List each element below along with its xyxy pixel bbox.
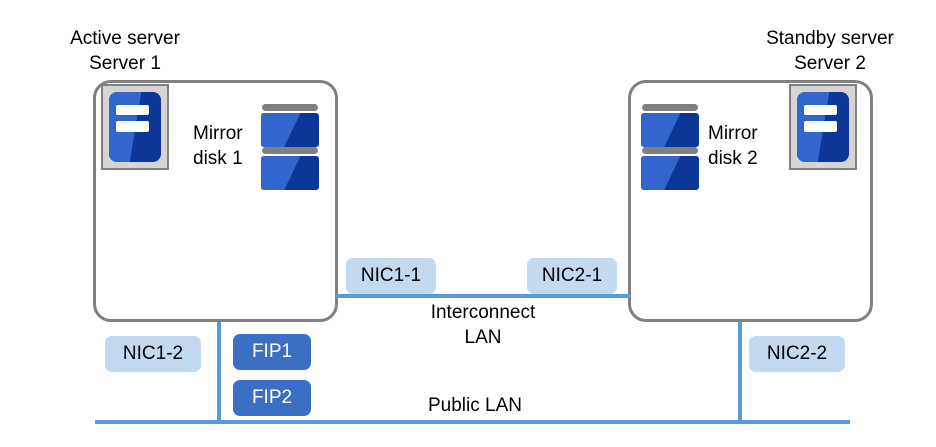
fip-label-fip2: FIP2	[233, 380, 311, 416]
server1-name-label: Server 1	[89, 53, 161, 74]
server2-public-lan-drop	[738, 322, 742, 420]
nic-label-nic2-1: NIC2-1	[527, 258, 617, 294]
server1-disk-label-line1: Mirror	[193, 123, 243, 144]
disk-cap-icon	[262, 147, 318, 154]
server-icon-bar-bottom	[116, 121, 149, 132]
disk-body-icon	[641, 113, 699, 147]
mirror-disk-icon	[261, 104, 319, 190]
disk-cap-icon	[262, 104, 318, 111]
server2-role-label: Standby server	[766, 28, 894, 49]
server2-disk-label-line2: disk 2	[708, 148, 758, 169]
nic-label-nic2-2: NIC2-2	[749, 336, 845, 372]
interconnect-lan-label-line2: LAN	[464, 327, 502, 348]
server-icon-bar-bottom	[804, 121, 837, 132]
server-icon-bar-top	[116, 104, 149, 116]
server1-role-label: Active server	[70, 28, 180, 49]
mirror-disk-icon	[641, 104, 699, 190]
server-tower-icon	[789, 84, 857, 170]
fip-label-fip1: FIP1	[233, 334, 311, 370]
public-lan-line	[95, 420, 850, 424]
server2-name-label: Server 2	[794, 53, 866, 74]
disk-cap-icon	[642, 104, 698, 111]
server-icon-bar-top	[804, 104, 837, 116]
interconnect-lan-line	[336, 294, 630, 298]
public-lan-label: Public LAN	[428, 395, 522, 416]
nic-label-nic1-2: NIC1-2	[105, 336, 201, 372]
disk-cap-icon	[642, 147, 698, 154]
nic-label-nic1-1: NIC1-1	[346, 258, 436, 294]
server2-disk-label-line1: Mirror	[708, 123, 758, 144]
server-tower-icon	[101, 84, 169, 170]
interconnect-lan-label-line1: Interconnect	[430, 302, 536, 323]
disk-body-icon	[261, 113, 319, 147]
disk-body-icon	[261, 156, 319, 190]
disk-body-icon	[641, 156, 699, 190]
server1-public-lan-drop	[217, 322, 221, 420]
server1-disk-label-line2: disk 1	[193, 148, 243, 169]
